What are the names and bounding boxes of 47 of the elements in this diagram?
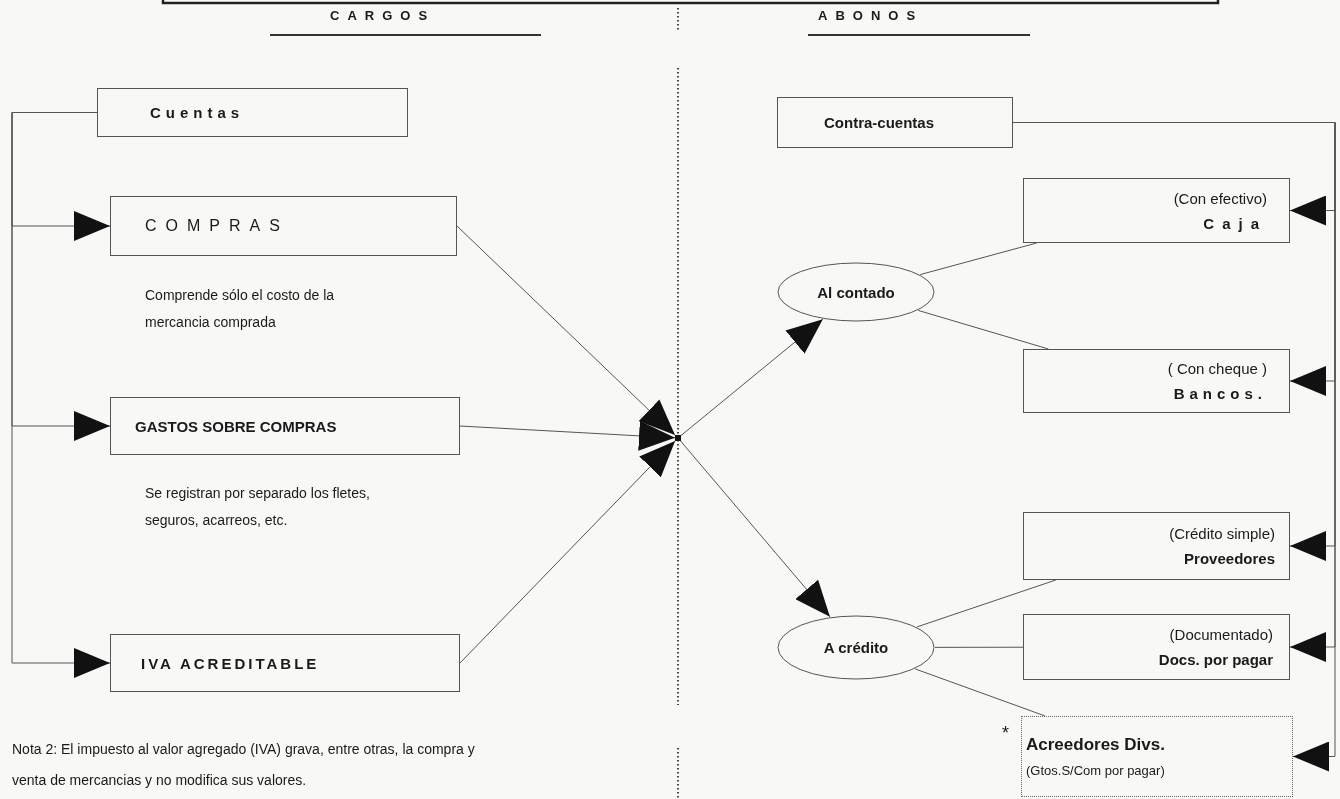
node-label: COMPRAS [145, 217, 290, 235]
account-box [1023, 349, 1290, 413]
node-label: Al contado [816, 283, 896, 301]
account-box [110, 634, 460, 692]
connector-line [916, 579, 1057, 628]
note-text: Comprende sólo el costo de la mercancia comprada [145, 286, 336, 332]
node-label: ( Con cheque ) [1166, 360, 1267, 377]
node-label: Contra-cuentas [824, 114, 936, 131]
node-label: Caja [1202, 214, 1267, 232]
arrow [456, 225, 676, 436]
arrow [680, 318, 824, 437]
node-label: (Gtos.S/Com por pagar) [1026, 763, 1166, 778]
node-label: GASTOS SOBRE COMPRAS [135, 417, 338, 435]
node-label: Acreedores Divs. [1026, 735, 1166, 755]
node-label: Docs. por pagar [1157, 651, 1273, 668]
arrow [459, 420, 676, 451]
account-box [1023, 512, 1290, 580]
footnote-mark: * [1002, 722, 1010, 745]
node-label: (Con efectivo) [1172, 189, 1267, 207]
junction-point [675, 435, 681, 441]
node-label: Bancos. [1172, 385, 1267, 402]
account-box [110, 397, 460, 455]
connector-line [917, 309, 1049, 350]
node-label: (Crédito simple) [1168, 525, 1275, 542]
column-heading: ABONOS [818, 8, 925, 23]
account-box [110, 196, 457, 256]
arrow [11, 112, 111, 678]
oval-node [777, 615, 935, 680]
connector-line [914, 668, 1046, 717]
account-box [1023, 178, 1290, 243]
node-label: (Documentado) [1168, 626, 1273, 643]
node-label: Cuentas [150, 104, 246, 121]
arrow [680, 440, 831, 618]
note-text: Nota 2: El impuesto al valor agregado (IVA) grava, entre otras, la compra y venta de mercancias y no modifica sus valores. [12, 740, 476, 790]
node-label: IVA ACREDITABLE [141, 654, 321, 672]
node-label: Proveedores [1183, 550, 1275, 567]
connector-line [934, 646, 1024, 648]
account-box [1023, 614, 1290, 680]
account-box [777, 97, 1013, 148]
connector-line [919, 242, 1038, 276]
account-box [1021, 716, 1293, 797]
column-heading: CARGOS [330, 8, 437, 23]
arrow [459, 440, 676, 664]
note-text: Se registran por separado los fletes, seguros, acarreos, etc. [145, 484, 371, 530]
account-box [97, 88, 408, 137]
oval-node [777, 262, 935, 322]
node-label: A crédito [822, 639, 890, 656]
